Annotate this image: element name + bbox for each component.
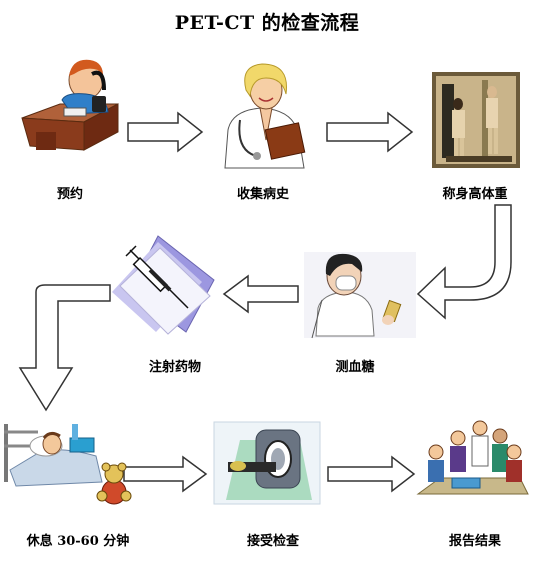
step-label-1: 预约 (56, 187, 83, 202)
diagram-title: PET-CT 的检查流程 (174, 12, 360, 34)
step-label-5: 注射药物 (148, 360, 201, 375)
step-label-4: 测血糖 (335, 360, 375, 375)
nurse-clipboard-icon (224, 63, 306, 169)
arrow-bend-left-down (18, 284, 111, 412)
arrow-right-1 (127, 111, 204, 153)
step-label-8: 报告结果 (448, 534, 501, 549)
syringe-injection-icon (112, 235, 215, 335)
patient-resting-bed-icon (4, 424, 132, 505)
doctors-discussion-icon (416, 420, 529, 495)
arrow-right-4 (327, 455, 416, 493)
step-label-7: 接受检查 (246, 534, 299, 549)
arrow-bend-down-left (416, 204, 512, 320)
step-label-6: 休息 30-60 分钟 (26, 534, 130, 549)
pet-ct-scanner-icon (213, 421, 321, 505)
height-weight-scale-icon (432, 72, 520, 168)
step-label-3: 称身高体重 (442, 187, 508, 202)
step-label-2: 收集病史 (236, 187, 289, 202)
nurse-glucose-test-icon (304, 252, 416, 339)
arrow-left-1 (222, 274, 299, 314)
arrow-right-3 (123, 455, 208, 493)
receptionist-phone-icon (21, 59, 119, 151)
arrow-right-2 (326, 111, 414, 153)
